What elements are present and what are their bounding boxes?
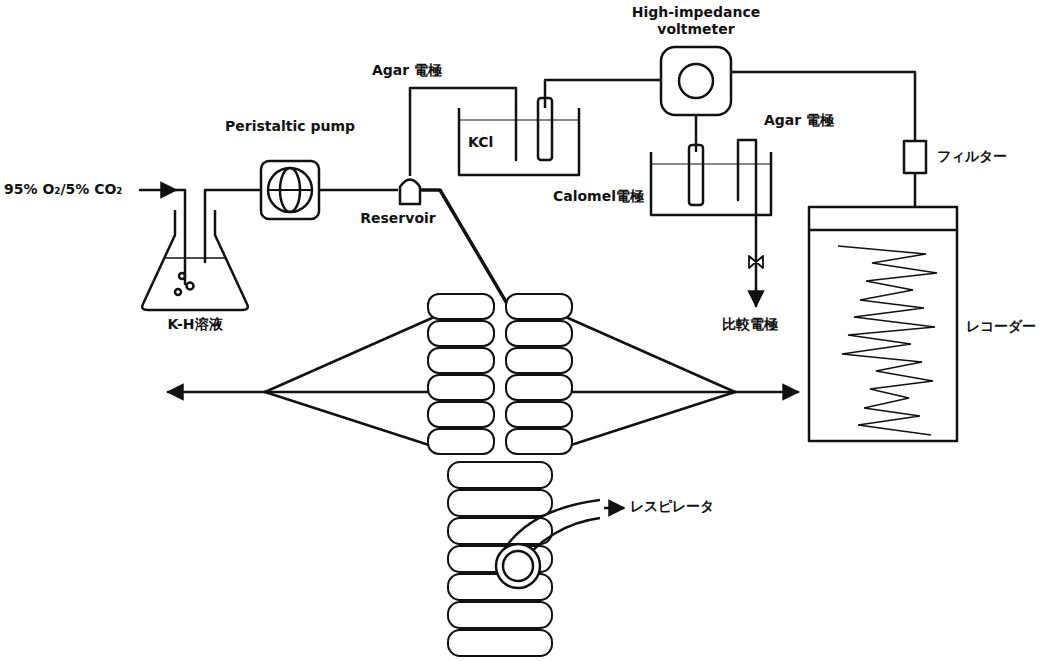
kcl-beaker: KCl <box>458 108 580 176</box>
calomel-beaker-outline <box>650 152 772 216</box>
calomel-electrode <box>689 145 703 205</box>
wire-connector <box>320 189 398 192</box>
flask: K-H溶液 <box>140 210 250 310</box>
wire-connector <box>695 116 698 152</box>
node-label: K-H溶液 <box>140 316 250 333</box>
wire-connector <box>205 190 260 210</box>
respirator-label: レスピレータ <box>630 498 714 515</box>
node-label: Calomel電極 <box>526 188 644 205</box>
valve-symbol <box>749 256 763 268</box>
reference-arrow <box>755 290 758 306</box>
filter-outline <box>903 140 927 174</box>
gas-label: 95% O₂/5% CO₂ <box>4 181 122 198</box>
gas-arrow <box>140 189 176 192</box>
reference-electrode-label: 比較電極 <box>722 316 778 333</box>
peristaltic-pump-outline <box>260 160 320 220</box>
electrode-label: Agar 電極 <box>764 112 834 129</box>
node-label: High-impedance voltmeter <box>611 4 781 38</box>
node-label: フィルター <box>937 148 1027 165</box>
peristaltic-pump: Peristaltic pump <box>260 160 320 220</box>
voltmeter: High-impedance voltmeter <box>660 46 732 116</box>
wire-connector <box>914 174 917 206</box>
wire-connector <box>410 88 516 176</box>
pump-tube <box>204 210 207 262</box>
filter: フィルター <box>903 140 927 174</box>
retractor-arrow <box>735 391 798 394</box>
wire-connector <box>732 72 915 140</box>
node-label: KCl <box>468 134 518 151</box>
calomel-beaker: Calomel電極 <box>650 152 772 216</box>
agar-electrode <box>515 108 518 160</box>
electrode-label: Agar 電極 <box>372 62 442 79</box>
voltmeter-outline <box>660 46 732 116</box>
reservoir: Reservoir <box>398 176 422 204</box>
retractor-arrow <box>168 391 265 394</box>
flask-outline <box>140 210 250 310</box>
spinal-column <box>428 294 572 656</box>
reservoir-outline <box>398 176 422 204</box>
node-label: レコーダー <box>966 318 1046 335</box>
recorder-outline <box>808 206 958 442</box>
recorder: レコーダー <box>808 206 958 442</box>
node-label: Reservoir <box>348 210 448 227</box>
tracheal-tube <box>496 500 624 588</box>
wire-connector <box>545 80 660 108</box>
node-label: Peristaltic pump <box>220 118 360 135</box>
gas-tube <box>176 190 185 284</box>
